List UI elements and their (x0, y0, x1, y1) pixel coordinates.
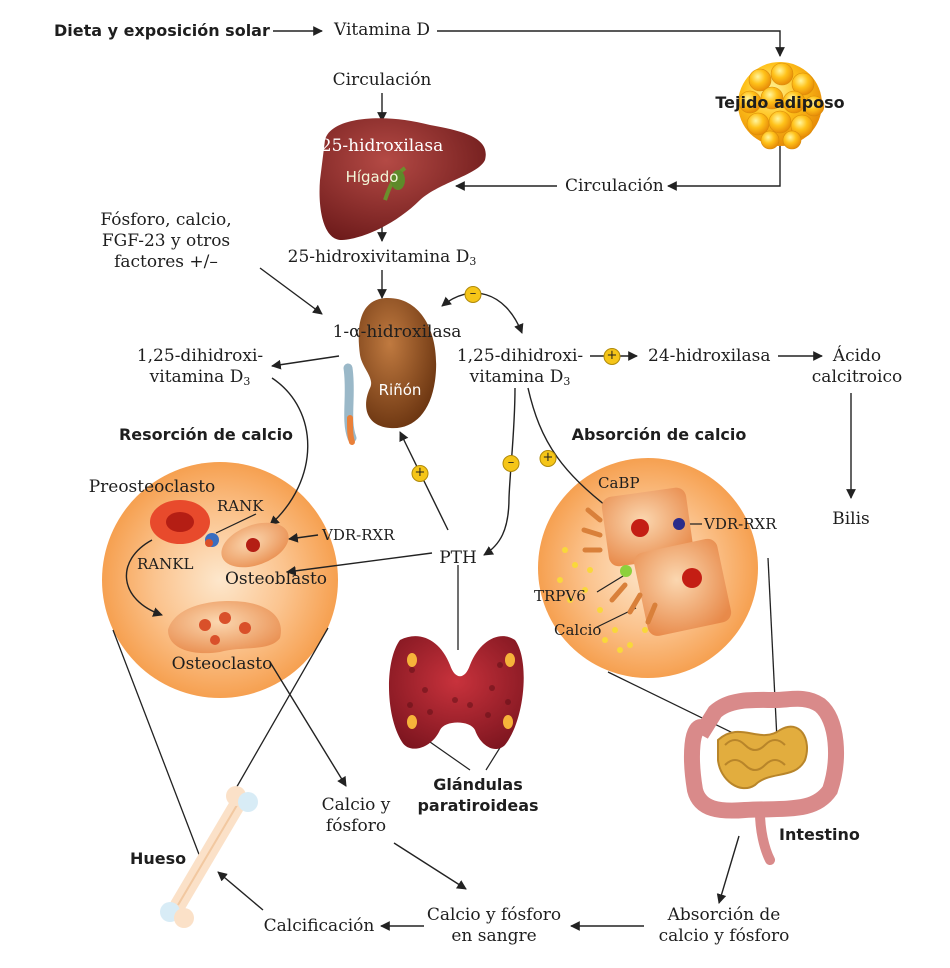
dihydroxy-left-line-2-text: vitamina D (149, 367, 244, 387)
subscript-3: 3 (469, 255, 477, 268)
ca-p-blood-label: Calcio y fósforo en sangre (427, 905, 561, 947)
calcitroic-line-2: calcitroico (811, 367, 903, 387)
calcification-label: Calcificación (263, 916, 375, 936)
diet-sun-label: Dieta y exposición solar (54, 21, 270, 40)
ca-p-line-2: fósforo (325, 816, 387, 836)
hydroxylase-24-label: 24-hidroxilasa (648, 346, 771, 366)
dihydroxy-left-label: 1,25-dihidroxi- vitamina D3 (137, 346, 263, 389)
osteoclast-label: Osteoclasto (171, 654, 273, 674)
calcium-label: Calcio (554, 621, 602, 639)
ca-p-line-1: Calcio y (321, 795, 391, 815)
subscript-3: 3 (563, 375, 571, 388)
kidney-label: Riñón (378, 381, 422, 399)
hydroxyvitamin-25-label: 25-hidroxivitamina D3 (288, 247, 477, 269)
minus-badge-top: – (464, 286, 482, 303)
calcitroic-label: Ácido calcitroico (812, 346, 902, 388)
ca-p-blood-line-2: en sangre (451, 926, 537, 946)
circulation-label-2: Circulación (565, 176, 664, 196)
rank-label: RANK (217, 497, 264, 515)
plus-badge-kidney: + (411, 465, 429, 482)
parathyroid-label: Glándulas paratiroideas (417, 774, 538, 816)
osteoblast-label: Osteoblasto (224, 569, 328, 589)
parathyroid-line-2: paratiroideas (417, 796, 539, 815)
factors-line-1: Fósforo, calcio, (100, 210, 232, 230)
bone-label: Hueso (130, 849, 187, 868)
dihydroxy-right-label: 1,25-dihidroxi- vitamina D3 (457, 346, 583, 389)
rankl-label: RANKL (137, 555, 194, 573)
intestine-organ (684, 690, 844, 865)
hydroxyvitamin-25-text: 25-hidroxivitamina D (287, 247, 470, 267)
plus-badge-24: + (603, 348, 621, 365)
absorption-line-2: calcio y fósforo (658, 926, 790, 946)
factors-line-2: FGF-23 y otros (101, 231, 231, 251)
absorption-cells (557, 487, 732, 653)
preosteoclast-label: Preosteoclasto (88, 477, 216, 497)
dihydroxy-right-line-2: vitamina D3 (457, 367, 583, 389)
parathyroid-line-1: Glándulas (433, 775, 523, 794)
alpha-hydroxylase-label: 1-α-hidroxilasa (332, 322, 462, 342)
dihydroxy-left-line-2: vitamina D3 (137, 367, 263, 389)
calcium-resorption-title: Resorción de calcio (118, 425, 294, 444)
dihydroxy-left-line-1: 1,25-dihidroxi- (136, 346, 264, 366)
vdr-rxr-left-label: VDR-RXR (322, 526, 395, 544)
absorption-line-1: Absorción de (667, 905, 781, 925)
factors-line-3: factores +/– (114, 252, 218, 272)
bile-label: Bilis (832, 509, 870, 529)
factors-label: Fósforo, calcio, FGF-23 y otros factores… (100, 210, 231, 273)
ca-p-blood-line-1: Calcio y fósforo (426, 905, 562, 925)
hydroxylase-25-label: 25-hidroxilasa (320, 136, 444, 156)
intestine-label: Intestino (779, 825, 860, 844)
liver-organ (319, 118, 486, 240)
dihydroxy-right-line-1: 1,25-dihidroxi- (456, 346, 584, 366)
plus-badge-absorption: + (539, 450, 557, 467)
resorption-cells (150, 500, 289, 654)
subscript-3: 3 (243, 375, 251, 388)
vitamin-d-label: Vitamina D (334, 20, 431, 40)
adipose-tissue (738, 62, 825, 150)
bone-shape (160, 786, 258, 928)
dihydroxy-right-line-2-text: vitamina D (469, 367, 564, 387)
circulation-label-1: Circulación (332, 70, 432, 90)
trpv6-label: TRPV6 (534, 587, 586, 605)
minus-badge-pth: – (502, 455, 520, 472)
kidney-organ (343, 298, 437, 445)
liver-label: Hígado (345, 168, 399, 186)
calcium-absorption-title: Absorción de calcio (571, 425, 747, 444)
calcitroic-line-1: Ácido (832, 346, 882, 366)
cabp-label: CaBP (598, 474, 640, 492)
ca-p-label: Calcio y fósforo (322, 795, 391, 837)
pth-label: PTH (439, 548, 477, 568)
vdr-rxr-right-label: VDR-RXR (704, 515, 777, 533)
parathyroid-glands (388, 636, 524, 750)
adipose-label: Tejido adiposo (715, 93, 845, 112)
absorption-label: Absorción de calcio y fósforo (659, 905, 790, 947)
